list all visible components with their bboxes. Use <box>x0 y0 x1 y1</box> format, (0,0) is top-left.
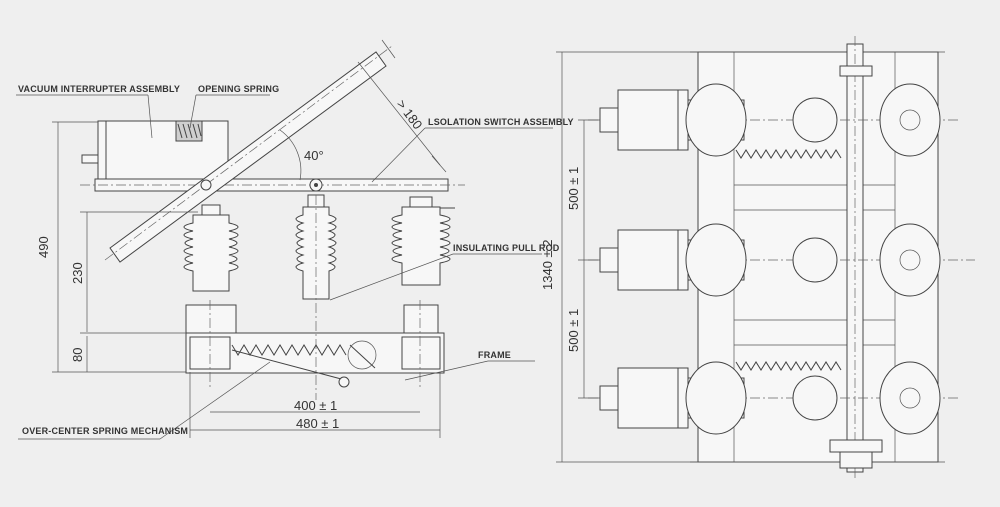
phase-a <box>588 83 960 159</box>
dim-open-gap: > 180 <box>394 97 426 132</box>
opening-spring <box>175 120 203 142</box>
dim-inner-width: 400 ± 1 <box>294 398 337 413</box>
phase-b <box>588 223 975 297</box>
label-isolation-switch: LSOLATION SWITCH ASSEMBLY <box>428 117 574 127</box>
label-frame: FRAME <box>478 350 511 360</box>
label-insulating-pull-rod: INSULATING PULL ROD <box>453 243 560 253</box>
dim-phase-spacing-bottom: 500 ± 1 <box>566 309 581 352</box>
isolation-blade <box>104 39 447 263</box>
left-side-view: 490 230 80 400 ± 1 480 ± 1 > 180 40° VAC… <box>16 39 574 440</box>
housing-end-cap <box>97 120 107 182</box>
phase-c <box>588 361 960 435</box>
dim-outer-width: 480 ± 1 <box>296 416 339 431</box>
dim-frame-height: 80 <box>70 348 85 362</box>
dim-insulator-height: 230 <box>70 262 85 284</box>
right-dimension-lines <box>556 51 698 463</box>
label-opening-spring: OPENING SPRING <box>198 84 279 94</box>
frame <box>185 195 445 400</box>
pivot-left <box>200 179 212 191</box>
dim-open-angle: 40° <box>304 148 324 163</box>
left-dimension-lines <box>52 121 441 438</box>
insulator-center <box>295 194 337 300</box>
vacuum-interrupter-housing <box>97 120 229 182</box>
right-plan-view: 500 ± 1 500 ± 1 1340 ± 2 <box>540 36 975 480</box>
leader-lines <box>16 94 553 440</box>
over-center-spring <box>231 340 377 388</box>
dim-total-height: 490 <box>36 236 51 258</box>
insulator-right <box>391 196 455 334</box>
label-over-center-spring: OVER-CENTER SPRING MECHANISM <box>22 426 188 436</box>
dim-total-length: 1340 ± 2 <box>540 239 555 290</box>
label-vacuum-interrupter: VACUUM INTERRUPTER ASSEMBLY <box>18 84 180 94</box>
insulator-left <box>183 204 239 334</box>
housing-stub <box>81 154 99 164</box>
dim-phase-spacing-top: 500 ± 1 <box>566 167 581 210</box>
